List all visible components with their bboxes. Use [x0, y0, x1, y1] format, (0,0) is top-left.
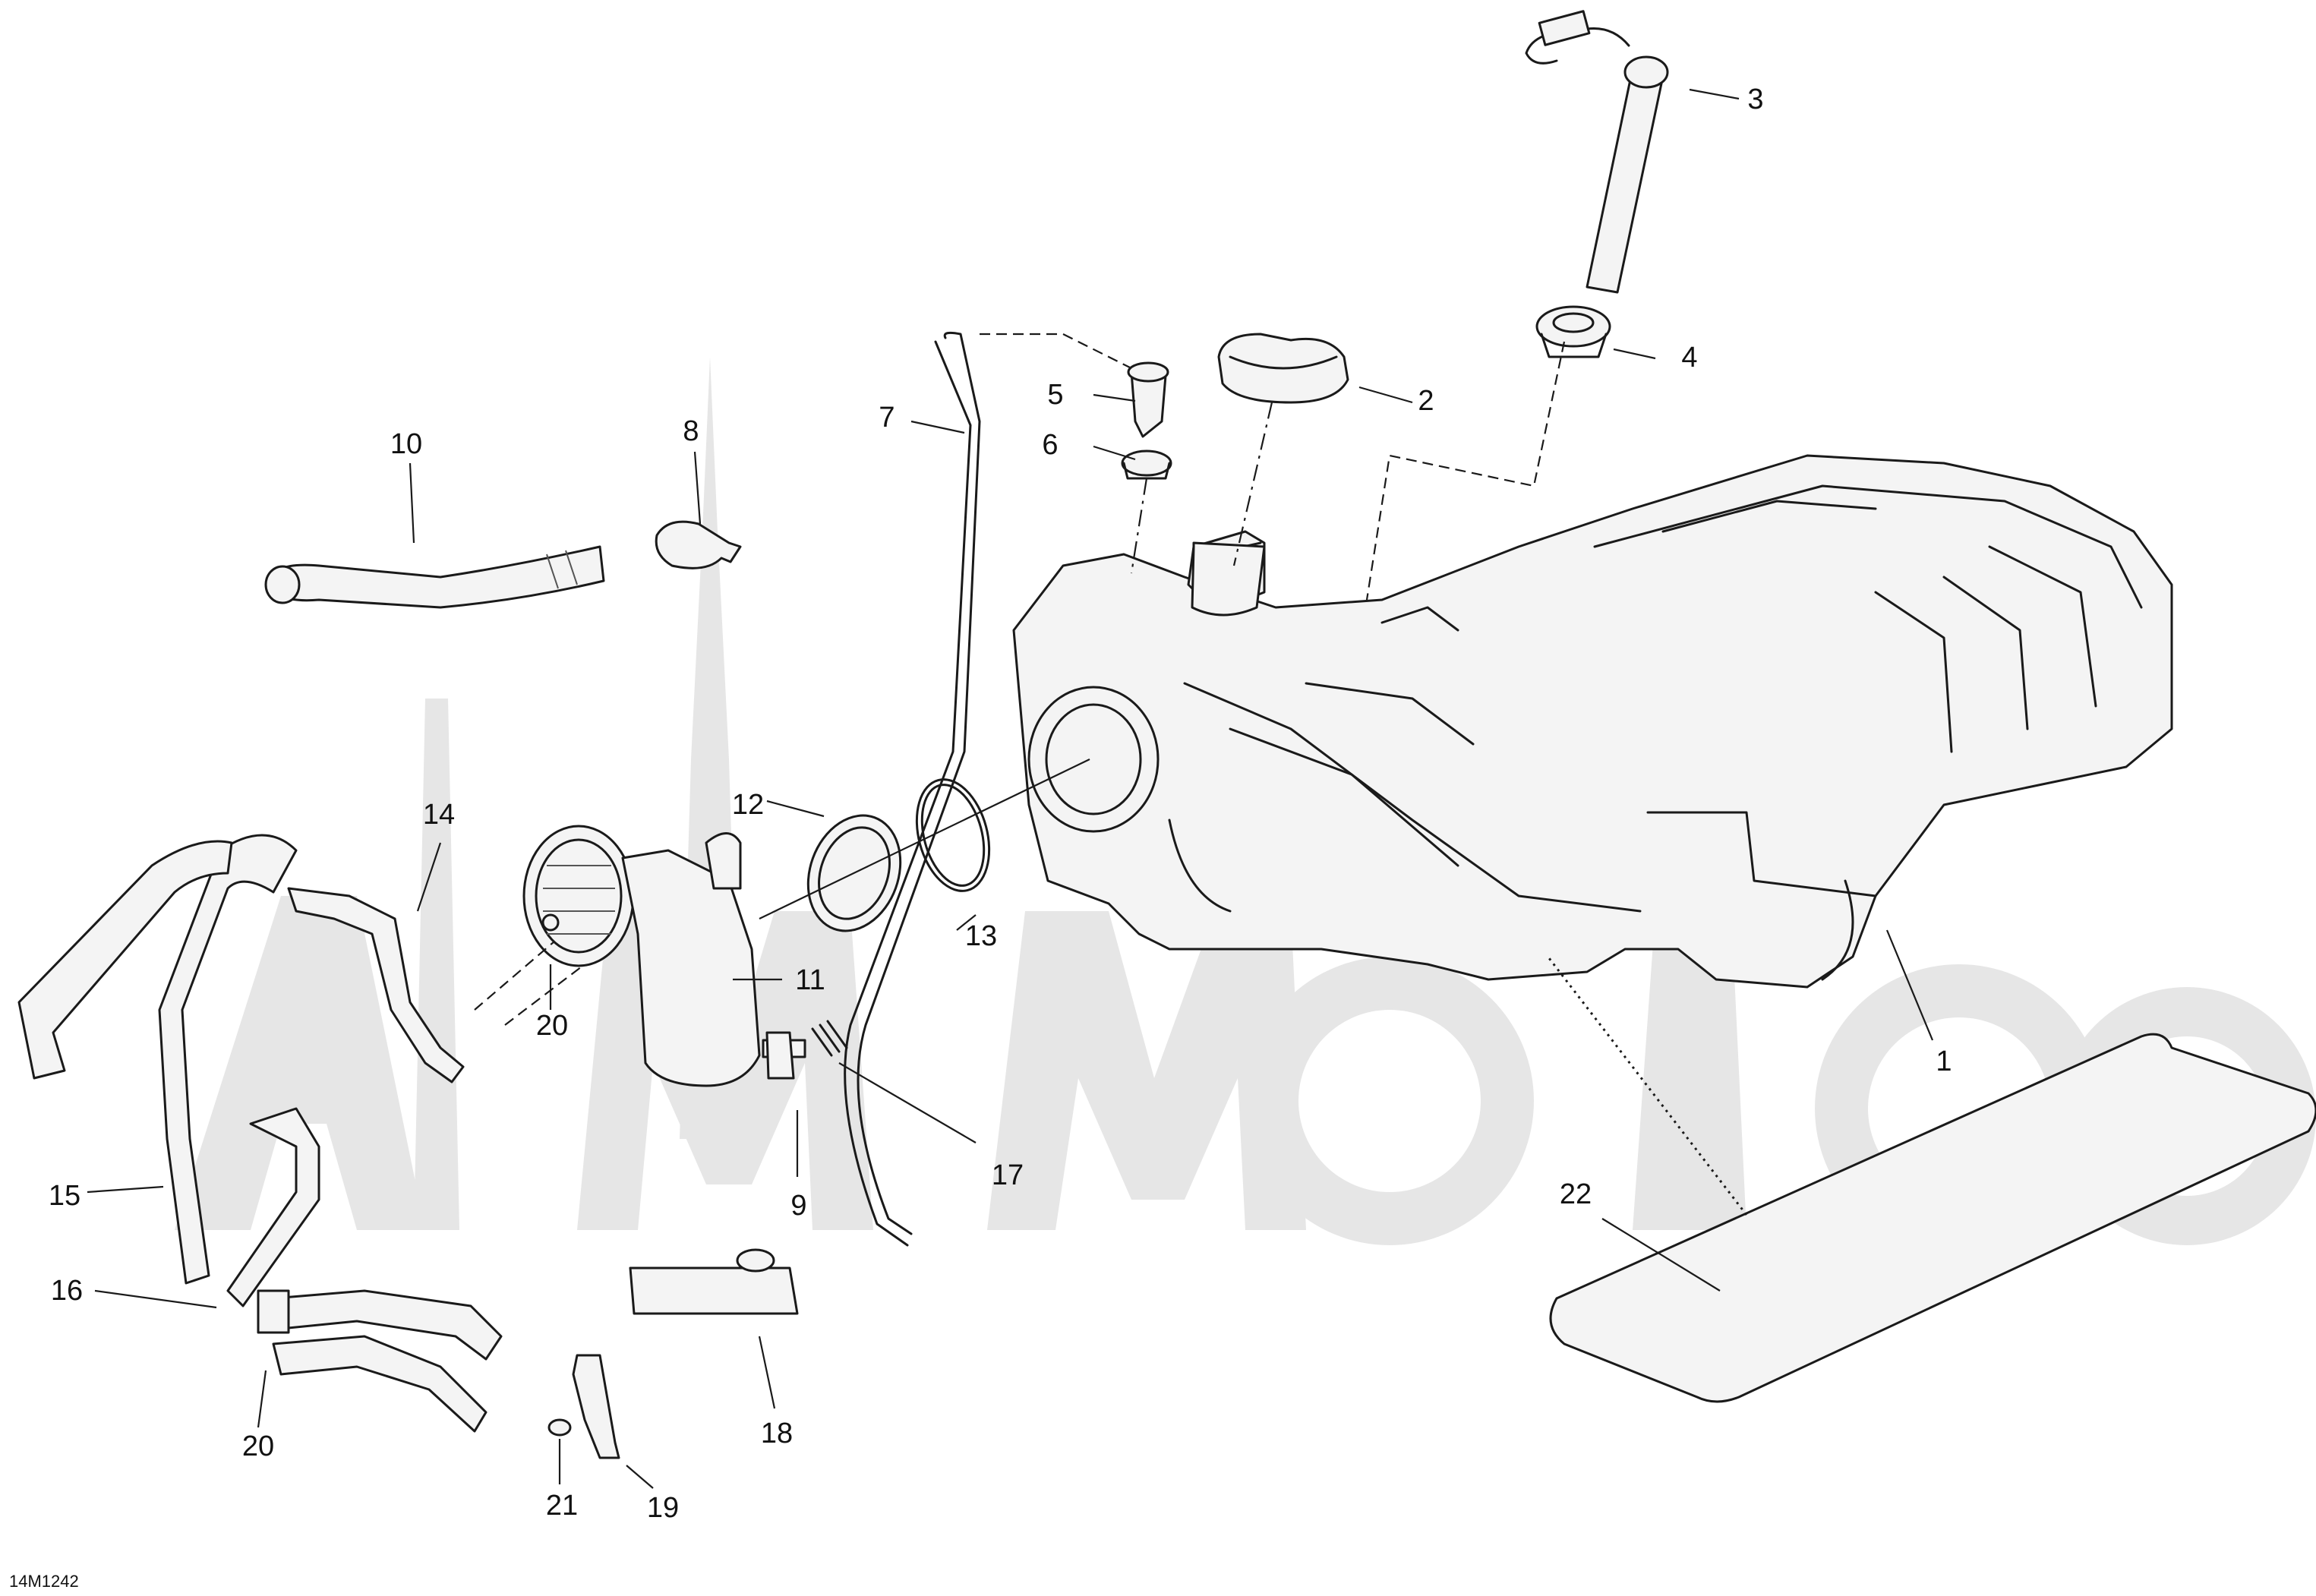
callout-8: 8	[683, 415, 699, 447]
callout-1: 1	[1936, 1046, 1952, 1077]
callout-22: 22	[1560, 1178, 1592, 1210]
fitting-lower	[257, 1289, 290, 1334]
assembly-lines	[474, 333, 1748, 1216]
callout-9: 9	[790, 1190, 806, 1222]
callout-14: 14	[423, 799, 455, 831]
callout-3: 3	[1747, 84, 1763, 115]
filler-cap	[1217, 333, 1349, 404]
screw	[547, 1418, 572, 1437]
callout-6: 6	[1042, 429, 1058, 461]
valve-grommet	[1121, 449, 1172, 480]
bracket	[572, 1354, 620, 1459]
leader-lines	[87, 88, 1934, 1489]
callout-11: 11	[795, 964, 825, 996]
tank-pad	[1549, 1033, 2316, 1403]
callout-21: 21	[546, 1490, 578, 1522]
callout-5: 5	[1047, 379, 1063, 411]
callout-labels: 1 2 3 4 5 6 7 8 9 10 11 12 13 14 15 16 1…	[49, 84, 1952, 1524]
filter-hose	[765, 1031, 795, 1080]
pre-filter	[629, 1248, 799, 1315]
fuel-line-16	[226, 1107, 503, 1433]
callout-12: 12	[732, 789, 764, 821]
fuel-line-15	[17, 834, 298, 1285]
drawing-number: 14M1242	[9, 1572, 79, 1591]
fitting-upper	[541, 913, 560, 932]
callout-16: 16	[51, 1275, 83, 1307]
callout-20b: 20	[242, 1430, 274, 1462]
pump-o-ring	[915, 778, 991, 892]
hose-clamp	[655, 520, 742, 569]
callout-7: 7	[879, 402, 895, 434]
vent-hose	[844, 331, 981, 1247]
callout-15: 15	[49, 1180, 80, 1212]
callout-20a: 20	[536, 1010, 568, 1042]
callout-13: 13	[965, 920, 997, 952]
filler-neck	[1191, 541, 1266, 617]
fuel-level-sender	[1525, 10, 1669, 294]
callout-10: 10	[390, 428, 422, 460]
fuel-tank	[1012, 454, 2173, 989]
callout-17: 17	[992, 1159, 1024, 1191]
fuel-line-14	[287, 887, 465, 1083]
rollover-valve	[1127, 361, 1169, 438]
callout-19: 19	[647, 1492, 679, 1524]
callout-4: 4	[1681, 342, 1697, 374]
callout-2: 2	[1418, 385, 1434, 417]
callout-18: 18	[761, 1418, 793, 1449]
filler-hose	[264, 545, 605, 609]
fuel-pump-module	[522, 825, 848, 1087]
sender-grommet	[1535, 305, 1611, 358]
